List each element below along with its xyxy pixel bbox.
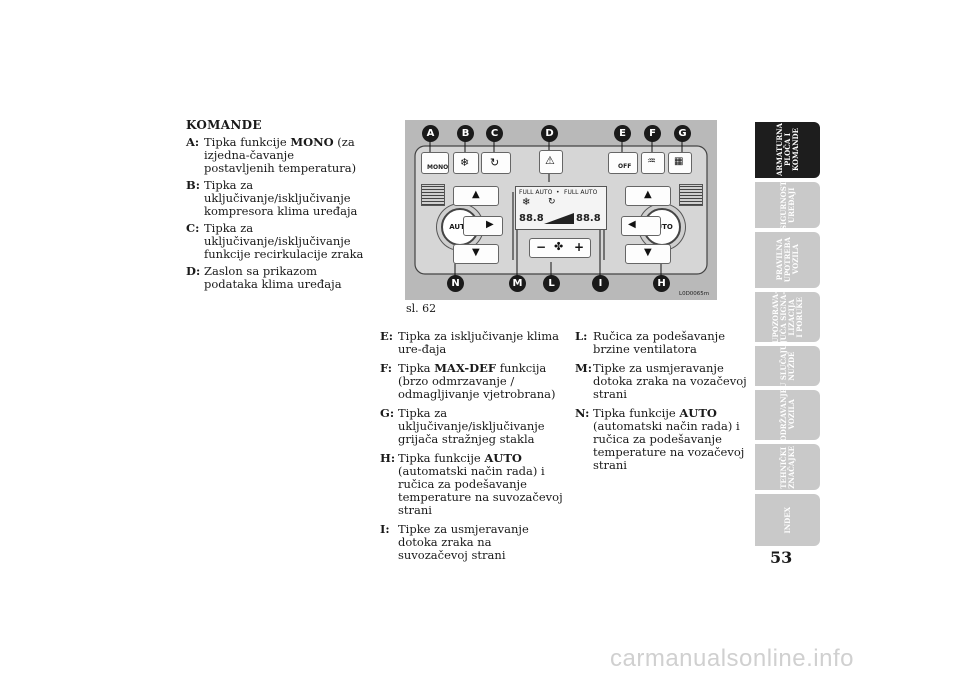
label-g: G (674, 125, 691, 142)
entry-d: D: Zaslon sa prikazom podataka klima ure… (186, 264, 342, 291)
fan-icon: ✤ (554, 240, 564, 253)
full-auto-left: FULL AUTO (519, 189, 553, 196)
temp-right: 88.8 (576, 213, 601, 224)
tab-index[interactable]: INDEX (755, 494, 820, 546)
max-def-button[interactable]: ♒ (641, 152, 665, 174)
figure-code: L0D0065m (679, 291, 710, 297)
passenger-air-down-button[interactable]: ▼ (625, 244, 671, 264)
entry-i: I: Tipke za usmjeravanje dotoka zraka na… (380, 522, 529, 562)
page-number: 53 (770, 548, 793, 567)
label-e: E (614, 125, 631, 142)
entry-key: C: (186, 221, 200, 235)
label-d: D (541, 125, 558, 142)
fan-plus-icon: + (574, 240, 585, 254)
entry-g: G: Tipka za uključivanje/isključivanje g… (380, 406, 545, 446)
arrow-up-icon: ▲ (472, 189, 480, 200)
entry-b: B: Tipka za uključivanje/isključivanje k… (186, 178, 358, 218)
recirculation-button[interactable]: ↻ (481, 152, 511, 174)
climate-control-figure: A B C D E F G N M L I H MONO ❄ ↻ ⚠ OFF ♒… (405, 120, 717, 300)
hazard-icon: ⚠ (545, 154, 555, 167)
driver-air-down-button[interactable]: ▼ (453, 244, 499, 264)
mono-button[interactable]: MONO (421, 152, 449, 174)
hazard-button[interactable]: ⚠ (539, 150, 563, 174)
tab-armaturna-ploca[interactable]: ARMATURNA PLOČA I KOMANDE (755, 122, 820, 178)
driver-air-up-button[interactable]: ▲ (453, 186, 499, 206)
label-b: B (457, 125, 474, 142)
watermark: carmanualsonline.info (610, 645, 854, 672)
driver-air-middle-button[interactable]: ▶ (463, 216, 503, 236)
entry-c: C: Tipka za uključivanje/isključivanje f… (186, 221, 364, 261)
passenger-air-up-button[interactable]: ▲ (625, 186, 671, 206)
tab-u-slucaju-nuzde[interactable]: U SLUČAJU NUŽDE (755, 344, 820, 388)
tab-sigurnost[interactable]: SIGURNOST UREĐAJI (755, 181, 820, 230)
entry-l: L: Ručica za podešavanje brzine ventilat… (575, 329, 726, 356)
snowflake-icon: ❄ (460, 156, 470, 169)
arrow-up-icon: ▲ (644, 189, 652, 200)
recirculation-icon: ↻ (548, 197, 556, 207)
tab-upozoravajuca-signalizacija[interactable]: UPOZORAVA- JUĆA SIGNA- LIZACIJA I PORUKE (755, 291, 820, 343)
entry-a: A: Tipka funkcije MONO (za izjedna-čavan… (186, 135, 357, 175)
left-vent (421, 184, 445, 206)
climate-display: FULL AUTO • FULL AUTO ❄ ↻ 88.8 88.8 (515, 186, 607, 230)
label-a: A (422, 125, 439, 142)
arrow-down-icon: ▼ (472, 247, 480, 258)
entry-f: F: Tipka MAX-DEF funkcija (brzo odmrzava… (380, 361, 556, 401)
right-vent (679, 184, 703, 206)
section-title: KOMANDE (186, 118, 262, 132)
fan-level-indicator (544, 213, 574, 224)
passenger-air-middle-button[interactable]: ◀ (621, 216, 661, 236)
label-f: F (644, 125, 661, 142)
fan-speed-control[interactable]: − ✤ + (529, 238, 591, 258)
entry-e: E: Tipka za isključivanje klima ure-đaja (380, 329, 559, 356)
rear-window-heater-button[interactable]: ▦ (668, 152, 692, 174)
label-h: H (653, 275, 670, 292)
figure-caption: sl. 62 (406, 302, 437, 315)
full-auto-right: FULL AUTO (564, 189, 598, 196)
fan-minus-icon: − (536, 240, 547, 254)
entry-key: A: (186, 135, 200, 149)
middle-column: E: Tipka za isključivanje klima ure-đaja… (380, 330, 563, 562)
entry-m: M: Tipke za usmjeravanje dotoka zraka na… (575, 361, 747, 401)
arrow-down-icon: ▼ (644, 247, 652, 258)
entry-key: B: (186, 178, 200, 192)
left-column: A: Tipka funkcije MONO (za izjedna-čavan… (186, 136, 368, 291)
arrow-right-icon: ▶ (486, 219, 494, 230)
snowflake-icon: ❄ (522, 197, 531, 208)
label-m: M (509, 275, 526, 292)
rear-defrost-icon: ▦ (674, 156, 684, 167)
entry-n: N: Tipka funkcije AUTO (automatski način… (575, 406, 745, 472)
recirculation-icon: ↻ (490, 156, 500, 169)
tab-odrzavanje-vozila[interactable]: ODRŽAVANJE VOZILA (755, 388, 820, 442)
compressor-button[interactable]: ❄ (453, 152, 479, 174)
label-n: N (447, 275, 464, 292)
arrow-left-icon: ◀ (628, 219, 636, 230)
defrost-icon: ♒ (647, 156, 656, 167)
tab-tehnicki-znacajke[interactable]: TEHNIČKI ZNAČAJKE (755, 444, 820, 490)
passenger-auto-knob[interactable]: AUTO (643, 208, 681, 246)
entry-h: H: Tipka funkcije AUTO (automatski način… (380, 451, 563, 517)
tab-pravilna-upotreba[interactable]: PRAVILNA UPOTREBA VOZILA (755, 232, 820, 288)
off-button[interactable]: OFF (608, 152, 638, 174)
label-l: L (543, 275, 560, 292)
label-c: C (486, 125, 503, 142)
label-i: I (592, 275, 609, 292)
right-column: L: Ručica za podešavanje brzine ventilat… (575, 330, 755, 472)
entry-key: D: (186, 264, 201, 278)
temp-left: 88.8 (519, 213, 544, 224)
